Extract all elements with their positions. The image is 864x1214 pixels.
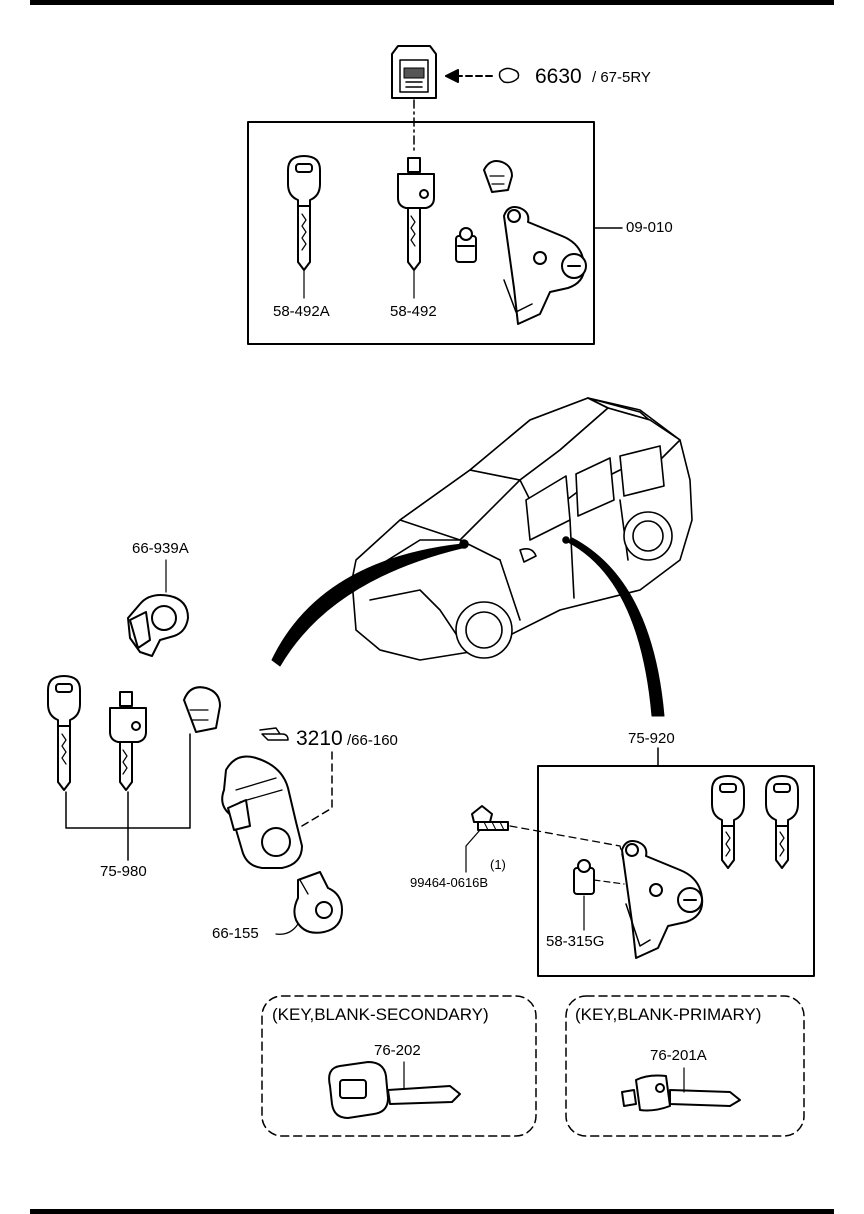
ignition-dashed-leader — [301, 751, 333, 827]
ref-3210-suffix: /66-160 — [347, 732, 398, 749]
door-lock-body-icon — [503, 206, 587, 325]
key-58-492-label[interactable]: 58-492 — [390, 303, 437, 320]
bolt-99464-icon — [471, 805, 509, 831]
cylinder-66-155-label[interactable]: 66-155 — [212, 925, 259, 942]
assembly-09-010-label[interactable]: 09-010 — [626, 219, 673, 236]
keyset-75-980-label[interactable]: 75-980 — [100, 863, 147, 880]
ref-3210-number[interactable]: 3210 — [296, 727, 343, 750]
key-blank-primary-icon — [621, 1067, 741, 1112]
remote-transmitter — [391, 45, 437, 99]
bolt-qty-label: (1) — [490, 857, 506, 872]
key-blank-secondary-icon — [328, 1061, 461, 1119]
bolt-99464-leader — [465, 829, 481, 873]
ignition-switch-icon — [221, 755, 303, 869]
key-58-492A-label[interactable]: 58-492A — [273, 303, 330, 320]
clip-58-315G-icon — [573, 859, 595, 895]
ignition-cylinder-66-155-icon — [293, 871, 343, 934]
blank-secondary-title: (KEY,BLANK-SECONDARY) — [272, 1005, 489, 1024]
key-blank-76-202-label[interactable]: 76-202 — [374, 1042, 421, 1059]
door-lock-75-920-icon — [621, 840, 704, 959]
key-58-492A-icon — [287, 155, 321, 271]
cylinder-66-155-leader — [275, 923, 299, 935]
ignition-housing-icon — [127, 594, 189, 657]
key-58-492-icon — [397, 157, 435, 271]
blank-primary-title: (KEY,BLANK-PRIMARY) — [575, 1005, 762, 1024]
housing-66-939A-label[interactable]: 66-939A — [132, 540, 189, 557]
reference-3210-icon — [259, 727, 289, 741]
retainer-clip-icon — [455, 227, 477, 263]
key-75-980-primary-icon — [47, 675, 81, 791]
bolt-dashed-leader — [509, 825, 627, 873]
blank-secondary-box — [261, 995, 537, 1137]
cylinder-cap-icon — [483, 160, 513, 193]
assembly-75-920-label[interactable]: 75-920 — [628, 730, 675, 747]
ref-6630-suffix: / 67-5RY — [592, 69, 651, 86]
right-assembly-box — [537, 765, 815, 977]
key-blank-76-201A-label[interactable]: 76-201A — [650, 1047, 707, 1064]
door-curve-leader — [567, 537, 665, 717]
ref-6630-number[interactable]: 6630 — [535, 65, 582, 88]
cylinder-75-980-icon — [183, 686, 221, 733]
key-75-980-transponder-icon — [109, 691, 147, 791]
reference-arrow-icon — [445, 67, 520, 84]
vehicle-illustration — [351, 397, 693, 661]
clip-dashed-leader — [593, 879, 625, 885]
keyset-75-980-bracket — [65, 733, 191, 861]
ignition-curve-leader — [271, 543, 463, 667]
blank-primary-box — [565, 995, 805, 1137]
clip-58-315G-label[interactable]: 58-315G — [546, 933, 605, 950]
key-75-920-a-icon — [711, 775, 745, 869]
key-75-920-b-icon — [765, 775, 799, 869]
top-border-rule — [30, 0, 834, 5]
bottom-border-rule — [30, 1209, 834, 1214]
top-assembly-box — [247, 121, 595, 345]
bolt-99464-label[interactable]: 99464-0616B — [410, 875, 489, 890]
